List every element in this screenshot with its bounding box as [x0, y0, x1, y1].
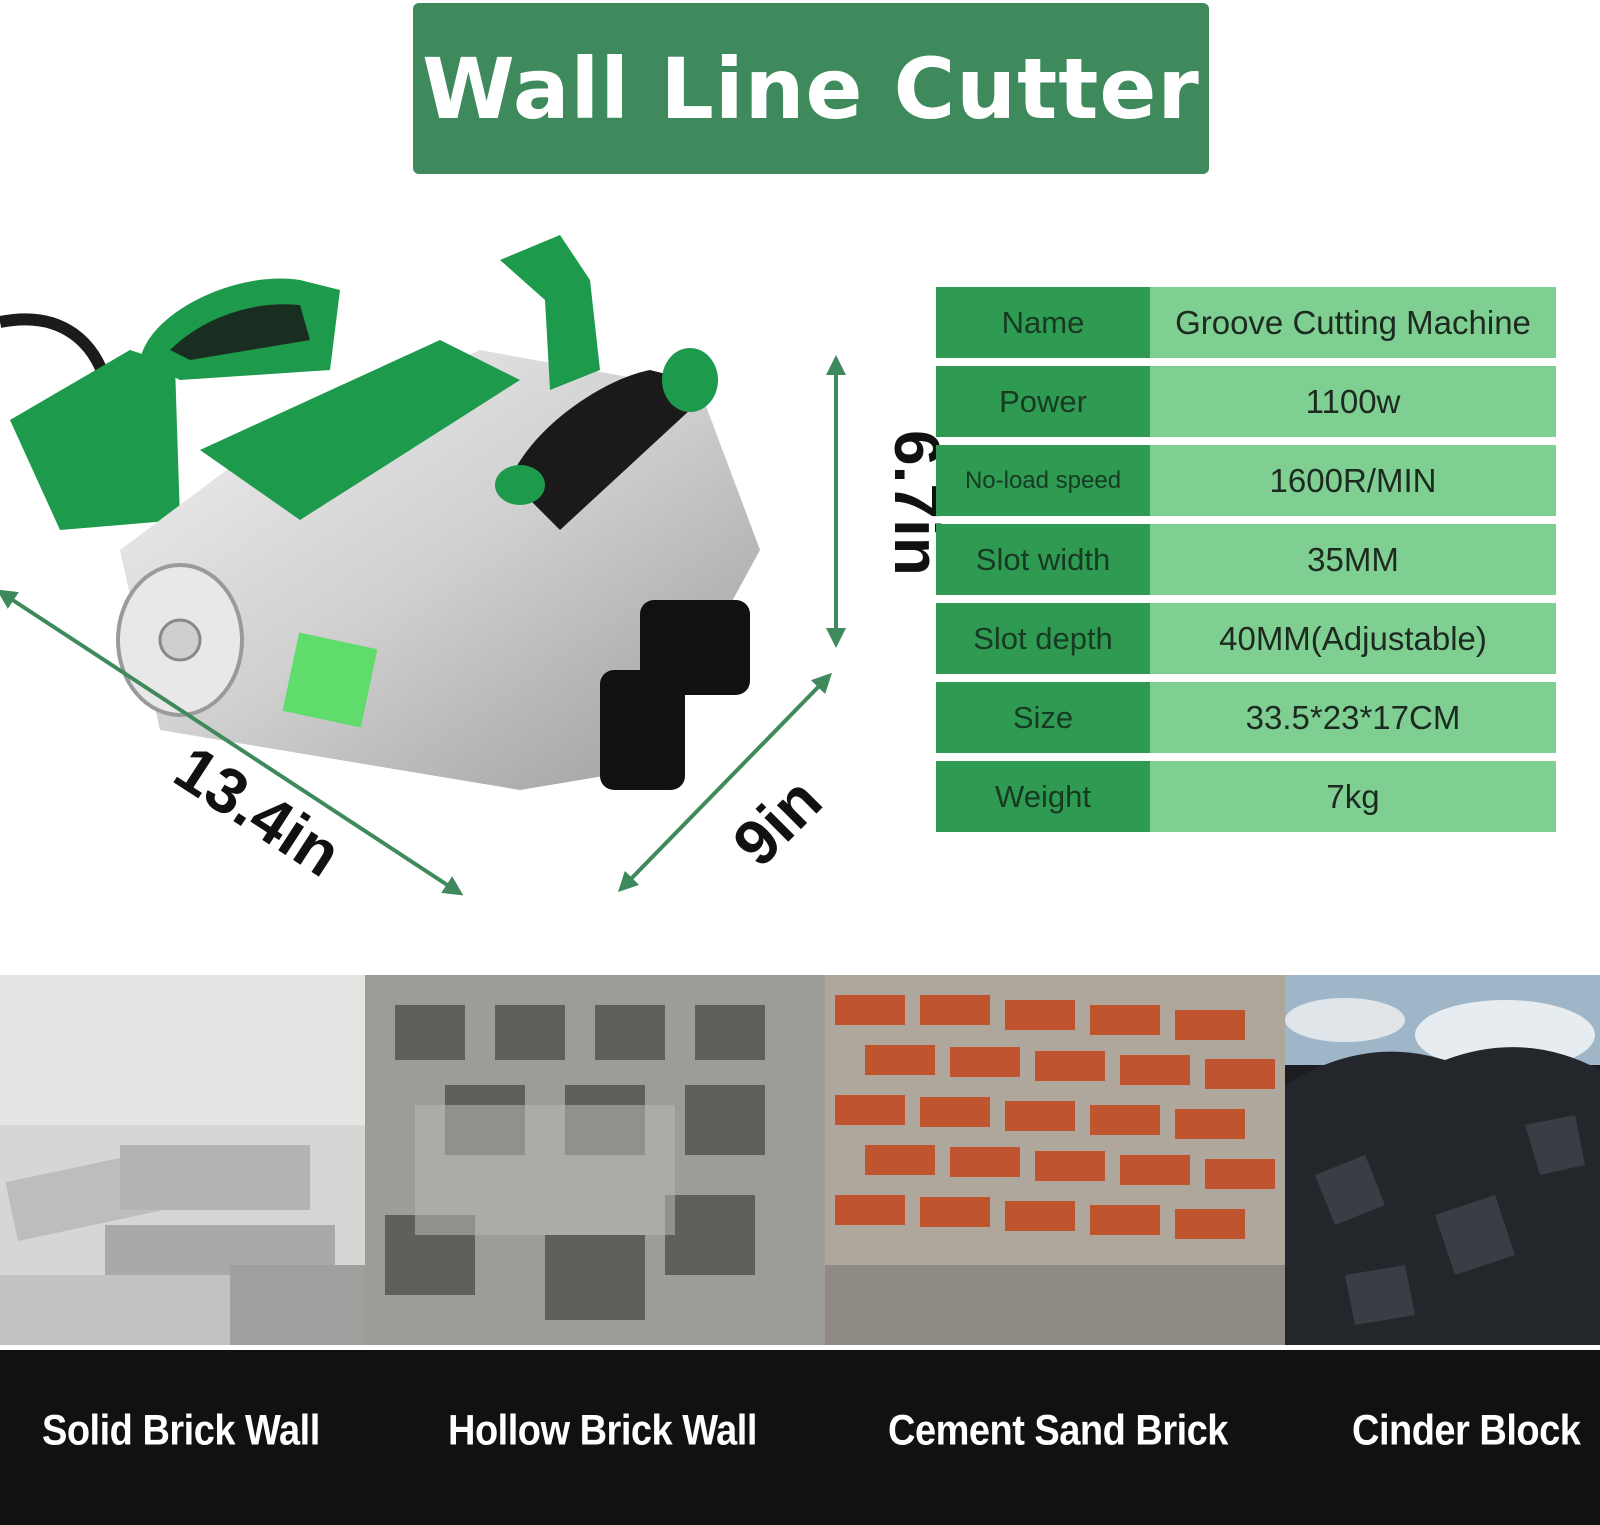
caption-bar [0, 1350, 1600, 1525]
spec-label: Size [936, 682, 1150, 753]
hollow-brick-image [365, 975, 825, 1345]
spec-value: 40MM(Adjustable) [1150, 603, 1556, 674]
solid-brick-image [0, 975, 365, 1345]
spec-row-slot-depth: Slot depth 40MM(Adjustable) [936, 603, 1556, 674]
spec-label: Slot width [936, 524, 1150, 595]
spec-value: 35MM [1150, 524, 1556, 595]
side-sticker [282, 632, 378, 728]
dust-port [500, 235, 600, 390]
spec-row-speed: No-load speed 1600R/MIN [936, 445, 1556, 516]
title-banner: Wall Line Cutter [413, 3, 1209, 174]
page-title: Wall Line Cutter [422, 39, 1200, 138]
spec-row-weight: Weight 7kg [936, 761, 1556, 832]
side-grip [510, 370, 690, 530]
cement-sand-brick-image [825, 975, 1285, 1345]
material-caption: Hollow Brick Wall [448, 1407, 757, 1455]
spec-value: 1100w [1150, 366, 1556, 437]
spec-value: 1600R/MIN [1150, 445, 1556, 516]
rear-housing [10, 350, 180, 530]
spec-label: Name [936, 287, 1150, 358]
width-arrow [618, 672, 832, 893]
spec-value: 7kg [1150, 761, 1556, 832]
wheel-rear [600, 670, 685, 790]
spec-value: Groove Cutting Machine [1150, 287, 1556, 358]
label-plate [200, 340, 520, 520]
spec-label: Power [936, 366, 1150, 437]
spec-table: Name Groove Cutting Machine Power 1100w … [936, 287, 1556, 840]
spec-label: Slot depth [936, 603, 1150, 674]
spec-row-size: Size 33.5*23*17CM [936, 682, 1556, 753]
cinder-block-image [1285, 975, 1600, 1345]
materials-band: Solid Brick Wall Hollow Brick Wall Cemen… [0, 955, 1600, 1525]
material-caption: Cinder Block [1352, 1407, 1581, 1455]
product-illustration: 13.4in 9in 6.7in [0, 235, 953, 896]
spec-row-name: Name Groove Cutting Machine [936, 287, 1556, 358]
spec-value: 33.5*23*17CM [1150, 682, 1556, 753]
spec-label: No-load speed [936, 445, 1150, 516]
material-caption: Solid Brick Wall [42, 1407, 320, 1455]
spec-row-power: Power 1100w [936, 366, 1556, 437]
length-arrow [0, 589, 464, 896]
spec-label: Weight [936, 761, 1150, 832]
width-label: 9in [719, 764, 835, 880]
spec-row-slot-width: Slot width 35MM [936, 524, 1556, 595]
material-caption: Cement Sand Brick [888, 1407, 1228, 1455]
